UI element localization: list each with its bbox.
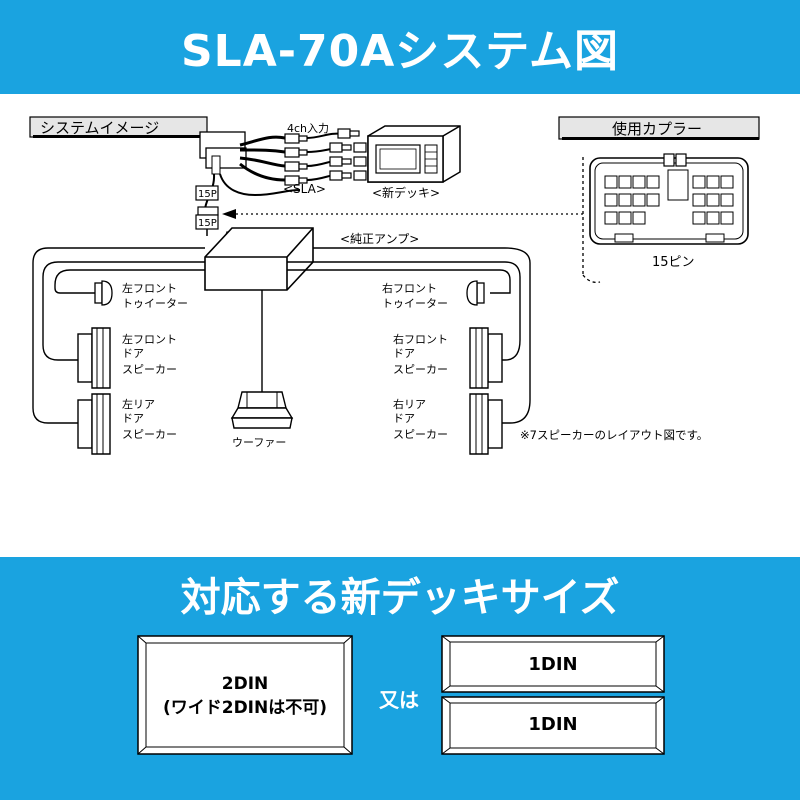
- input-label: 4ch入力: [287, 122, 329, 135]
- right-rear-door-label: 右リア ドア スピーカー: [393, 397, 448, 441]
- coupler-pin-label: 15ピン: [652, 255, 695, 270]
- left-rear-door-speaker: [77, 393, 111, 455]
- coupler-heading: 使用カプラー: [558, 116, 760, 140]
- left-front-tweeter-label: 左フロント トゥイーター: [122, 282, 188, 310]
- woofer-speaker: [230, 391, 294, 429]
- left-front-door-label: 左フロント ドア スピーカー: [122, 333, 181, 376]
- or-text: 又は: [379, 688, 419, 712]
- coupler-connector-illustration: 15ピン: [582, 153, 749, 283]
- din1-bottom-frame: [441, 696, 665, 755]
- leader-arrow-icon: [222, 209, 236, 219]
- deck-size-frames: [137, 635, 665, 755]
- right-front-door-speaker: [469, 327, 503, 389]
- system-image-heading: システムイメージ: [29, 116, 208, 138]
- din1-top-label: 1DIN: [528, 654, 578, 675]
- coupler-heading-text: 使用カプラー: [612, 120, 702, 138]
- din2-line1: 2DIN: [221, 674, 269, 694]
- deck-size-banner: 対応する新デッキサイズ: [0, 557, 800, 800]
- right-rear-door-speaker: [469, 393, 503, 455]
- sla-label: <SLA>: [283, 182, 326, 196]
- right-front-tweeter-label: 右フロント トゥイーター: [382, 281, 448, 310]
- page-title: SLA-70Aシステム図: [180, 26, 619, 77]
- deck-label: <新デッキ>: [372, 185, 440, 200]
- system-image-heading-text: システムイメージ: [40, 119, 159, 137]
- factory-amp-illustration: <純正アンプ>: [204, 227, 419, 291]
- left-front-tweeter: [94, 280, 113, 306]
- system-diagram: システムイメージ 使用カプラー 15ピン: [29, 116, 760, 455]
- din2-label: 2DIN (ワイド2DINは不可): [146, 672, 344, 720]
- din2-frame: [137, 635, 353, 755]
- pin-badge-top: 15P: [198, 189, 217, 200]
- din1-top-frame: [441, 635, 665, 693]
- deck-rca-plugs: [329, 128, 367, 181]
- layout-note: ※7スピーカーのレイアウト図です。: [520, 428, 708, 442]
- new-deck-illustration: <新デッキ>: [367, 125, 461, 200]
- deck-size-title: 対応する新デッキサイズ: [180, 575, 620, 621]
- speaker-wiring: [32, 247, 531, 424]
- right-front-door-label: 右フロント ドア スピーカー: [393, 332, 452, 376]
- left-front-door-speaker: [77, 327, 111, 389]
- woofer-label: ウーファー: [232, 436, 286, 449]
- pin-badge-bottom: 15P: [198, 218, 217, 229]
- din1-bottom-label: 1DIN: [528, 714, 578, 735]
- right-front-tweeter: [466, 280, 485, 306]
- title-banner: SLA-70Aシステム図: [0, 0, 800, 94]
- sla-harness-illustration: 15P 15P <SLA> 4ch入力: [195, 122, 329, 230]
- left-rear-door-label: 左リア ドア スピーカー: [122, 398, 177, 441]
- amp-label: <純正アンプ>: [340, 232, 419, 246]
- din2-line2: (ワイド2DINは不可): [162, 698, 328, 718]
